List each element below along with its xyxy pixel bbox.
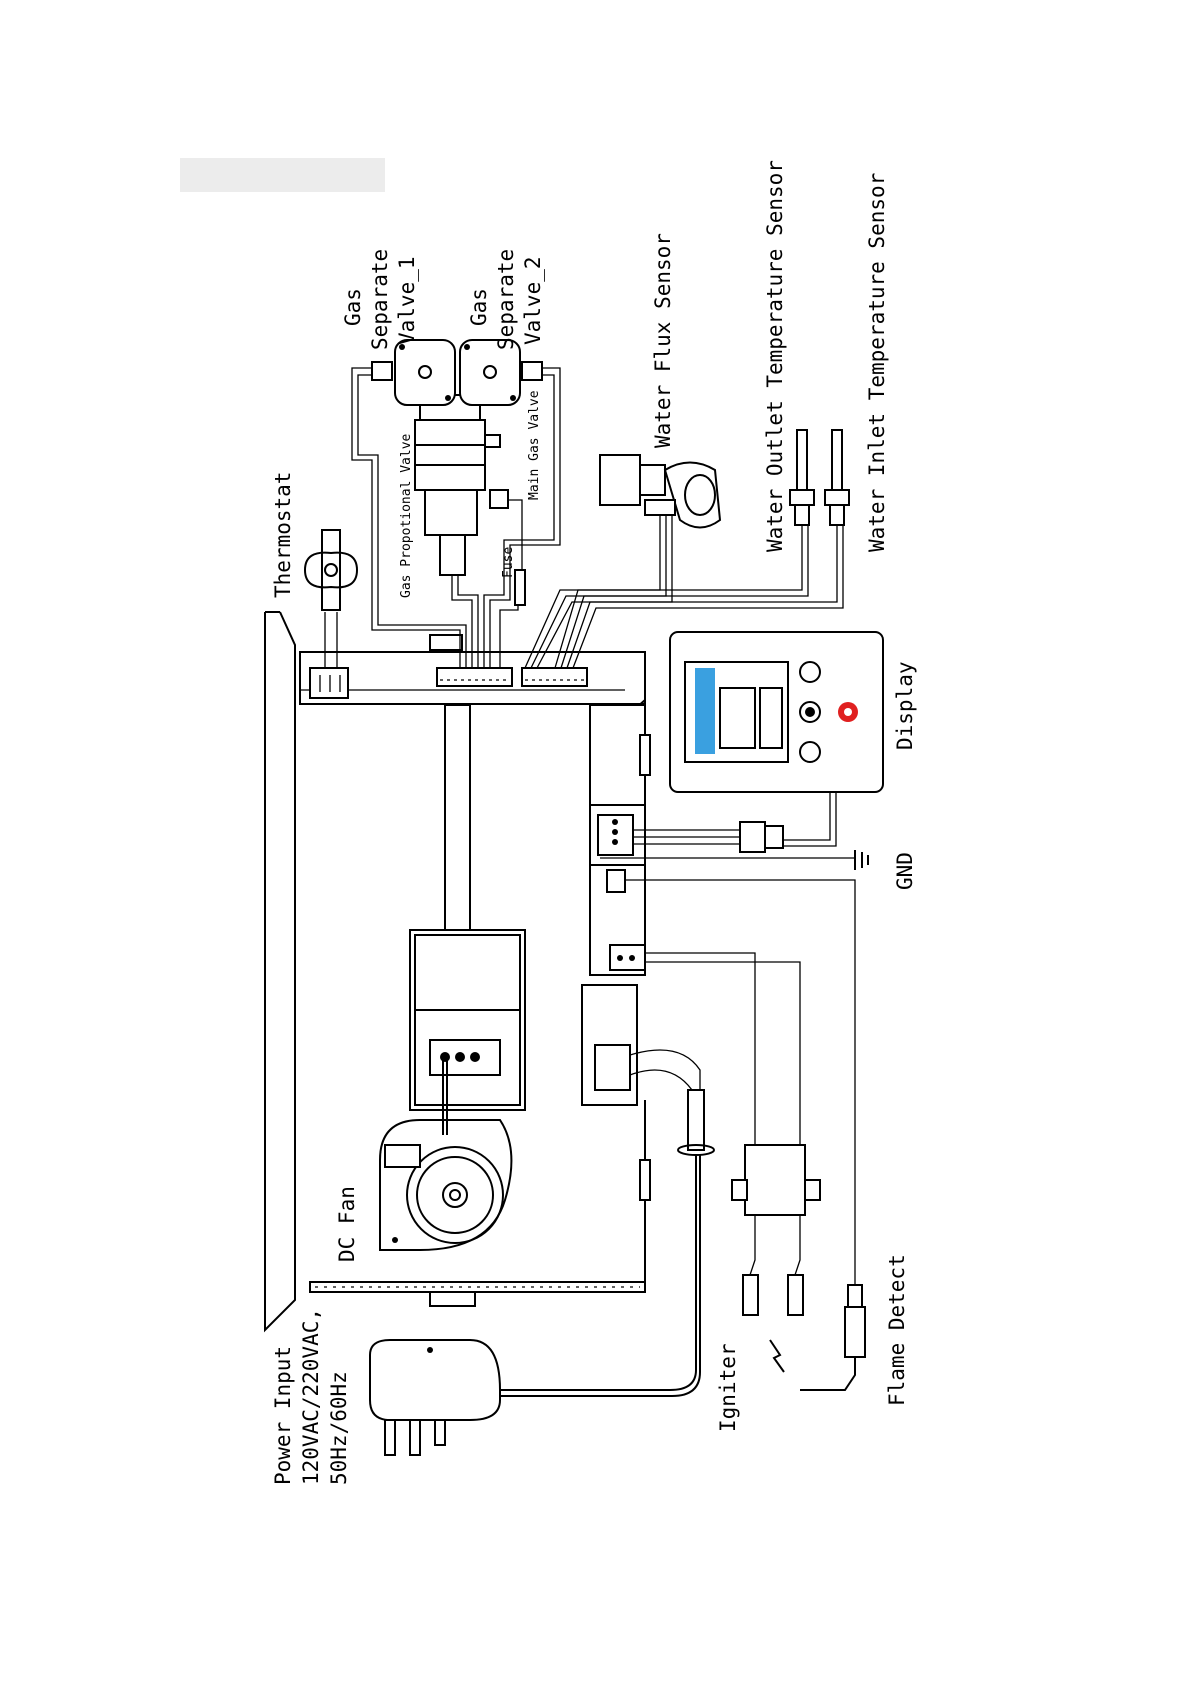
thermostat bbox=[305, 530, 357, 668]
control-box bbox=[410, 930, 525, 1135]
label-igniter: Igniter bbox=[716, 1343, 740, 1432]
label-power-input-line1: Power Input bbox=[271, 1346, 295, 1485]
label-water-flux: Water Flux Sensor bbox=[651, 233, 675, 448]
label-water-inlet: Water Inlet Temperature Sensor bbox=[865, 173, 889, 552]
valve-connector bbox=[437, 668, 512, 686]
gnd-symbol bbox=[855, 850, 868, 870]
label-main-gas-valve: Main Gas Valve bbox=[527, 390, 542, 500]
rail-clip bbox=[430, 635, 462, 650]
thermostat-connector bbox=[310, 668, 348, 698]
label-gas-sep-1-line3: Valve_1 bbox=[395, 256, 419, 345]
label-gas-sep-2-line1: Gas bbox=[467, 288, 491, 326]
label-flame-detect: Flame Detect bbox=[885, 1254, 909, 1406]
label-water-outlet: Water Outlet Temperature Sensor bbox=[763, 160, 787, 552]
igniter bbox=[610, 945, 820, 1372]
label-gas-sep-1-line1: Gas bbox=[341, 288, 365, 326]
label-gas-sep-1-line2: Separate bbox=[368, 249, 392, 350]
label-gas-sep-2-line3: Valve_2 bbox=[521, 256, 545, 345]
sensor-connector bbox=[522, 668, 587, 686]
label-gas-prop-valve: Gas Propotional Valve bbox=[399, 433, 414, 598]
label-dc-fan: DC Fan bbox=[335, 1186, 359, 1262]
power-plug bbox=[370, 1340, 500, 1455]
dc-fan bbox=[380, 1120, 511, 1250]
fuse bbox=[515, 570, 525, 605]
label-display: Display bbox=[893, 661, 917, 750]
display-panel bbox=[670, 632, 883, 846]
label-gnd: GND bbox=[893, 852, 917, 890]
label-gas-sep-2-line2: Separate bbox=[494, 249, 518, 350]
wire-duct bbox=[445, 705, 470, 950]
label-fuse: Fuse bbox=[501, 547, 516, 578]
label-power-input-line2: 120VAC/220VAC, bbox=[299, 1308, 323, 1485]
display-lcd-icons bbox=[695, 668, 715, 754]
label-power-input-line3: 50Hz/60Hz bbox=[327, 1371, 351, 1485]
label-thermostat: Thermostat bbox=[271, 472, 295, 598]
